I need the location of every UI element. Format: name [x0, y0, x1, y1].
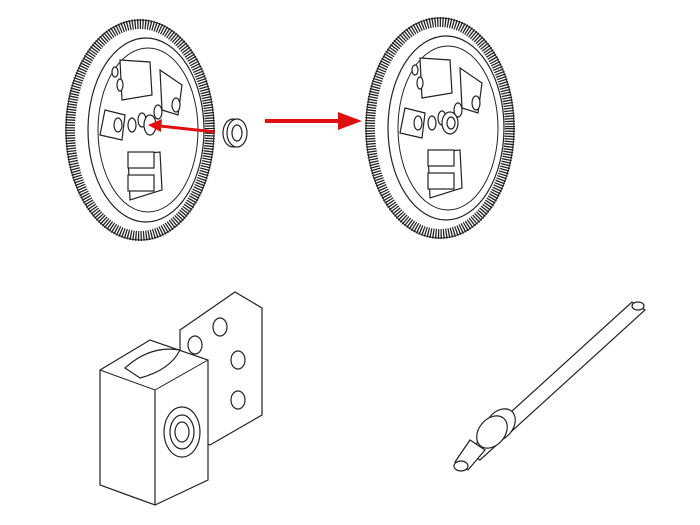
bearing [222, 118, 248, 148]
step-arrow [265, 112, 362, 130]
bearing-block-bracket [99, 291, 263, 506]
pulley-gear-after [366, 18, 514, 238]
insert-arrow [148, 119, 216, 134]
hex-shaft-with-collar [453, 301, 646, 472]
